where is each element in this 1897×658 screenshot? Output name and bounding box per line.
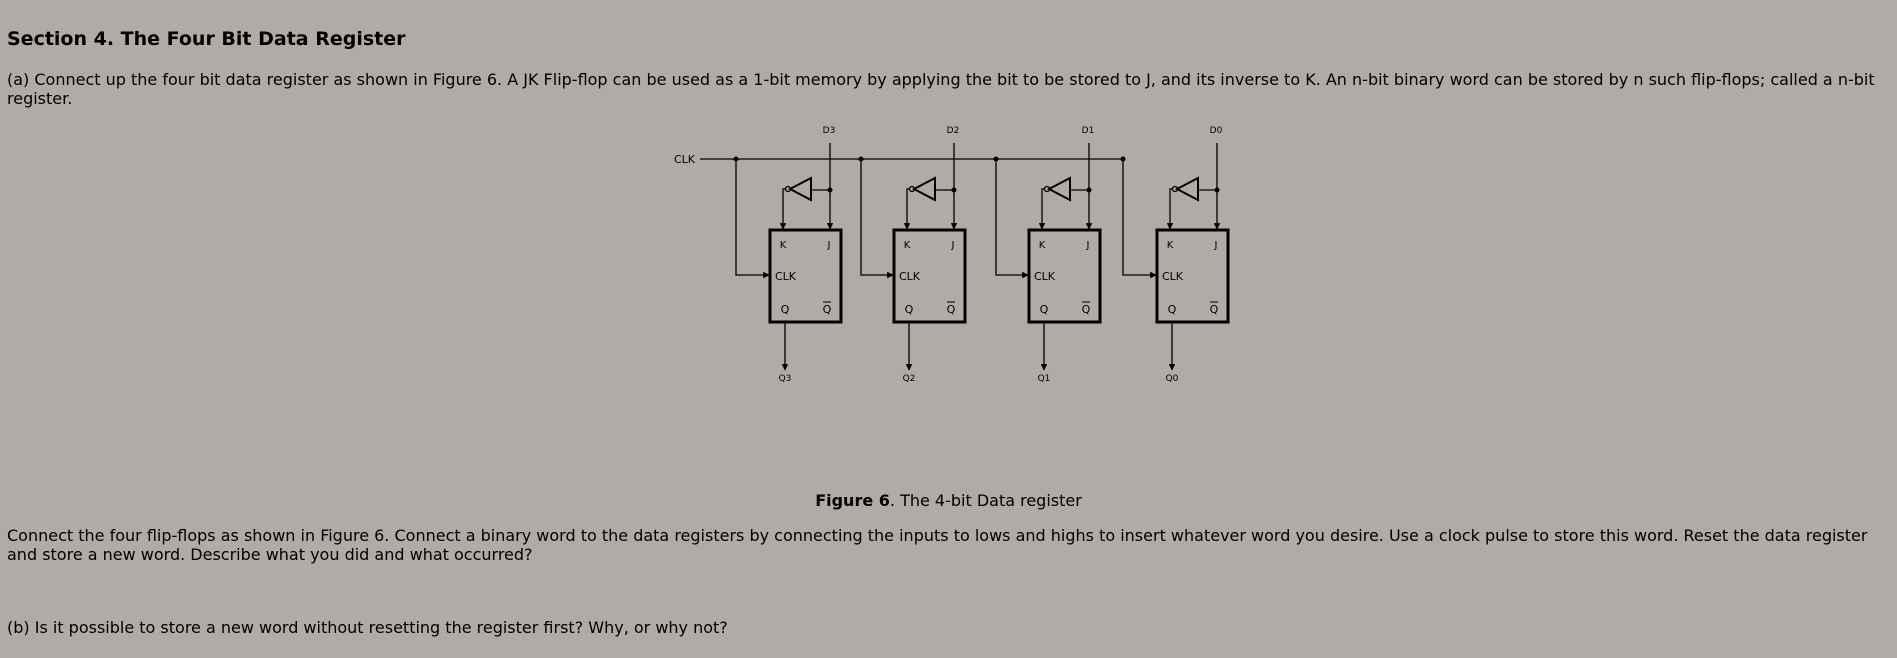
stage-0-output-label: Q0	[1166, 374, 1179, 384]
stage-2-k-line	[903, 188, 911, 230]
stage-1-flipflop	[1027, 228, 1102, 324]
stage-1-data-label: D1	[1082, 126, 1095, 136]
stage-2-clk-line	[860, 159, 894, 279]
stage-3-q-pin: Q	[781, 303, 790, 316]
stage-0-inverter-bubble	[1171, 185, 1179, 193]
stage-2-k-pin: K	[904, 240, 911, 251]
paragraph-connect: Connect the four flip-flops as shown in …	[7, 526, 1868, 564]
stage-1-k-line	[1038, 188, 1046, 230]
stage-0-inverter	[1174, 176, 1199, 202]
stage-1-qbar-pin: Q	[1082, 303, 1091, 316]
stage-1-clk-pin: CLK	[1034, 270, 1056, 283]
stage-0-q-pin: Q	[1168, 303, 1177, 316]
section-title: Section 4. The Four Bit Data Register	[7, 28, 406, 50]
stage-2-j-pin: J	[951, 240, 955, 251]
stage-1-q-pin: Q	[1040, 303, 1049, 316]
stage-0-data-label: D0	[1210, 126, 1223, 136]
figure-caption-label: Figure 6	[815, 491, 890, 510]
stage-1-j-pin: J	[1086, 240, 1090, 251]
stage-1-output-label: Q1	[1038, 374, 1051, 384]
stage-2-inverter-bubble	[908, 185, 916, 193]
stage-3-inverter-bubble	[784, 185, 792, 193]
stage-1-inverter	[1046, 176, 1071, 202]
paragraph-b: (b) Is it possible to store a new word w…	[7, 618, 728, 637]
stage-2-data-label: D2	[947, 126, 960, 136]
stage-2-inverter	[911, 176, 936, 202]
stage-2-clk-pin: CLK	[899, 270, 921, 283]
stage-3-k-line	[779, 188, 787, 230]
stage-3-output-label: Q3	[779, 374, 792, 384]
stage-1-k-pin: K	[1039, 240, 1046, 251]
stage-3-inverter	[787, 176, 812, 202]
stage-2-flipflop	[892, 228, 967, 324]
stage-2-q-pin: Q	[905, 303, 914, 316]
stage-0-k-pin: K	[1167, 240, 1174, 251]
stage-0-clk-pin: CLK	[1162, 270, 1184, 283]
stage-3-data-label: D3	[823, 126, 836, 136]
stage-2-output-label: Q2	[903, 374, 916, 384]
stage-3-j-pin: J	[827, 240, 831, 251]
stage-2-qbar-pin: Q	[947, 303, 956, 316]
stage-3-k-pin: K	[780, 240, 787, 251]
stage-0-qbar-pin: Q	[1210, 303, 1219, 316]
figure-caption-text: . The 4-bit Data register	[889, 491, 1082, 510]
stage-0-clk-line	[1122, 159, 1157, 279]
stage-1-inverter-bubble	[1043, 185, 1051, 193]
paragraph-a: (a) Connect up the four bit data registe…	[7, 70, 1875, 108]
stage-0-flipflop	[1155, 228, 1230, 324]
stage-3-qbar-pin: Q	[823, 303, 832, 316]
stage-3-clk-pin: CLK	[775, 270, 797, 283]
stage-3-flipflop	[768, 228, 843, 324]
figure-caption: Figure 6. The 4-bit Data register	[0, 491, 1897, 510]
stage-0-j-pin: J	[1214, 240, 1218, 251]
stage-0-k-line	[1166, 188, 1174, 230]
stage-3-clk-line	[735, 159, 770, 279]
stage-1-clk-line	[995, 159, 1029, 279]
clk-label: CLK	[674, 153, 696, 166]
